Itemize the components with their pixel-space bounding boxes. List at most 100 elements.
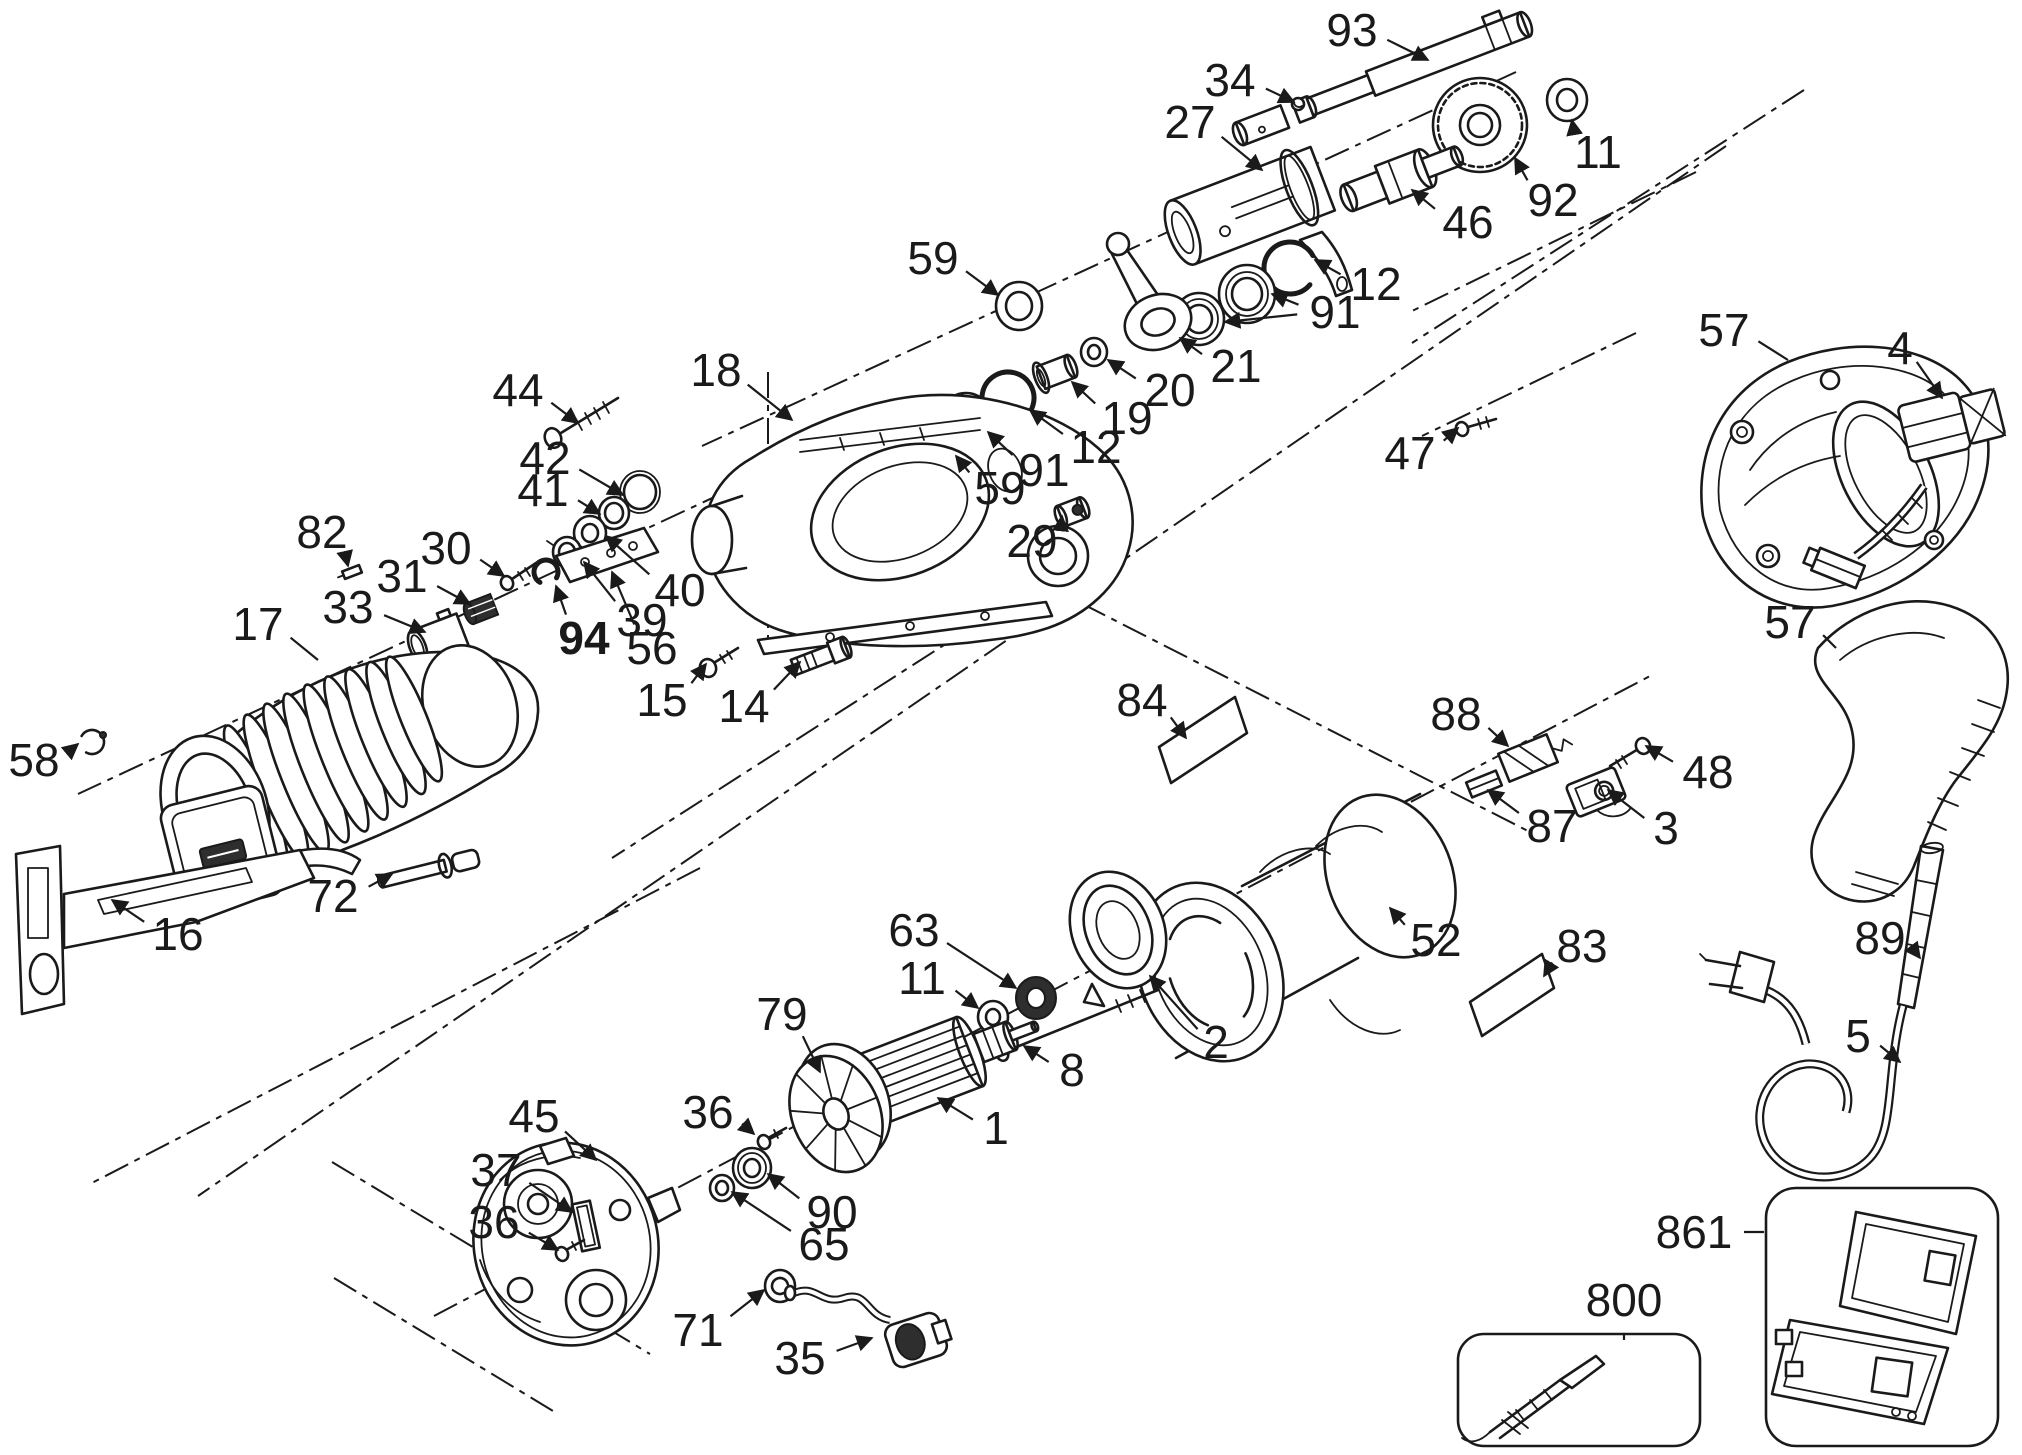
leader-line-79 [801,1035,822,1074]
callout-35: 35 [774,1332,874,1384]
leader-line-18 [747,383,794,422]
callout-number-84: 84 [1116,674,1167,726]
callout-57: 57 [1698,304,1789,361]
leader-line-40 [604,534,651,576]
callout-93: 93 [1326,4,1430,61]
callout-number-800: 800 [1586,1274,1663,1326]
leader-line-84 [1169,716,1188,740]
callout-number-90: 90 [806,1186,857,1238]
callout-number-3: 3 [1653,802,1679,854]
part-83-label-sticker [1468,952,1556,1038]
part-57-handle [1810,599,2009,903]
callout-number-94: 94 [558,612,610,664]
part-94-retainer-washer [531,557,561,587]
callout-56: 56 [610,570,678,674]
callout-33: 33 [322,581,427,635]
callout-number-27: 27 [1164,96,1215,148]
leader-line-57 [1822,634,1837,649]
leader-line-33 [383,614,427,635]
callout-36: 36 [468,1196,560,1251]
callout-63: 63 [888,904,1018,989]
leader-line-90 [766,1172,800,1200]
leader-line-41 [577,498,602,515]
callout-number-33: 33 [322,581,373,633]
callout-58: 58 [8,734,80,786]
callout-number-30: 30 [420,522,471,574]
leader-line-3 [1606,788,1645,819]
part-16-shoe-assembly [14,844,316,1016]
callout-21: 21 [1178,336,1262,392]
leader-line-17 [289,636,319,661]
leader-line-39 [582,560,616,602]
callout-59: 59 [954,454,1026,514]
callout-number-48: 48 [1682,746,1733,798]
callout-number-91: 91 [1309,286,1360,338]
leader-line-21 [1178,336,1203,355]
leader-line-44 [550,401,580,425]
leader-line-58 [60,742,80,761]
part-11-washer-top [1545,77,1589,123]
leader-line-14 [773,660,802,691]
callout-8: 8 [1022,1044,1085,1096]
leader-line-29 [1052,514,1069,533]
leader-line-65 [730,1191,792,1232]
callout-800: 800 [1586,1274,1663,1340]
callout-number-2: 2 [1203,1016,1229,1068]
leader-line-93 [1386,38,1430,61]
callout-number-82: 82 [296,506,347,558]
leader-line-16 [110,899,145,923]
leader-line-47 [1440,426,1460,445]
callout-52: 52 [1388,906,1462,966]
part-63-ring [1015,976,1057,1020]
callout-number-44: 44 [492,364,543,416]
leader-line-59 [954,454,973,474]
leader-line-11 [954,989,980,1010]
callout-11: 11 [898,952,980,1010]
callout-number-18: 18 [690,344,741,396]
part-27-spindle-tube [1163,145,1354,298]
callout-number-89: 89 [1854,912,1905,964]
callout-20: 20 [1106,359,1196,416]
leader-line-56 [610,570,636,625]
leader-line-12 [1313,259,1342,276]
callout-number-47: 47 [1384,427,1435,479]
leader-line-91 [1223,311,1298,329]
callout-3: 3 [1606,788,1679,854]
callout-number-42: 42 [519,432,570,484]
leader-line-63 [946,942,1018,989]
callout-18: 18 [690,344,794,422]
callout-57: 57 [1764,596,1837,649]
callout-number-15: 15 [636,674,687,726]
callout-14: 14 [718,660,802,732]
leader-line-37 [528,1181,574,1213]
callout-number-8: 8 [1059,1044,1085,1096]
callout-number-36: 36 [682,1086,733,1138]
callout-number-56: 56 [626,622,677,674]
callout-number-83: 83 [1556,920,1607,972]
part-31-knurled-nut [462,592,500,626]
part-21-crank-arm [1105,231,1193,352]
leader-line-2 [1148,974,1199,1030]
callout-48: 48 [1644,745,1734,798]
callout-91: 91 [986,430,1070,496]
leader-line-4 [1915,361,1943,400]
part-84-label-sticker [1157,695,1249,785]
callout-4: 4 [1887,322,1943,400]
callout-19: 19 [1070,380,1153,444]
callout-89: 89 [1854,912,1922,964]
callout-number-5: 5 [1845,1010,1871,1062]
leader-line-52 [1388,906,1407,926]
callout-90: 90 [766,1172,858,1238]
callout-number-19: 19 [1101,392,1152,444]
part-82-pin [337,563,364,581]
leader-line-87 [1486,788,1520,814]
leader-line-88 [1487,727,1510,748]
callout-79: 79 [756,988,822,1074]
callout-number-35: 35 [774,1332,825,1384]
leader-line-35 [836,1335,874,1352]
callout-91: 91 [1223,286,1361,338]
callout-number-58: 58 [8,734,59,786]
leader-line-82 [336,549,353,568]
